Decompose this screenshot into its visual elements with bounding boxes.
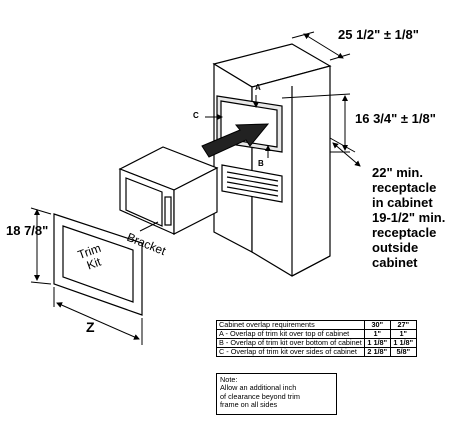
callout-a: A xyxy=(255,83,261,92)
receptacle-note-line: 22" min. xyxy=(372,165,423,180)
callout-c: C xyxy=(193,111,199,120)
table-cell: 2 1/8" xyxy=(363,347,391,357)
receptacle-note-line: 19-1/2" min. xyxy=(372,210,446,225)
insert-arrow xyxy=(201,123,270,158)
trim-width-label: Z xyxy=(86,319,95,335)
receptacle-note-line: receptacle xyxy=(372,225,437,240)
bracket-leader xyxy=(139,221,159,232)
table-cell: C - Overlap of trim kit over sides of ca… xyxy=(216,347,365,357)
receptacle-note-line: in cabinet xyxy=(372,195,433,210)
table-row: C - Overlap of trim kit over sides of ca… xyxy=(216,347,417,357)
trim-height-label: 18 7/8" xyxy=(6,223,49,238)
note-line: frame on all sides xyxy=(220,399,278,409)
trim-kit-frame xyxy=(53,213,143,316)
receptacle-note: 22" min. receptacle in cabinet 19-1/2" m… xyxy=(372,165,445,270)
clearance-note-box: Note: Allow an additional inch of cleara… xyxy=(216,373,337,415)
cabinet xyxy=(212,43,332,277)
note-title: Note: xyxy=(220,375,238,384)
trim-height-dimension-line xyxy=(30,207,52,285)
note-line: Allow an additional inch xyxy=(220,383,297,393)
table-cell: 5/8" xyxy=(389,347,417,357)
receptacle-dimension-line xyxy=(329,137,361,167)
microwave xyxy=(118,146,219,235)
receptacle-note-line: outside xyxy=(372,240,419,255)
width-dimension-label: 25 1/2" ± 1/8" xyxy=(338,27,419,42)
receptacle-note-line: cabinet xyxy=(372,255,418,270)
z-dimension-line xyxy=(53,287,143,345)
callout-b: B xyxy=(258,159,264,168)
width-dimension-line xyxy=(291,31,351,61)
height-dimension-label: 16 3/4" ± 1/8" xyxy=(355,111,436,126)
overlap-requirements-table: Cabinet overlap requirements 30" 27" A -… xyxy=(216,320,417,357)
overlap-callout-arrows xyxy=(205,95,271,158)
receptacle-note-line: receptacle xyxy=(372,180,437,195)
note-line: of clearance beyond trim xyxy=(220,391,300,401)
